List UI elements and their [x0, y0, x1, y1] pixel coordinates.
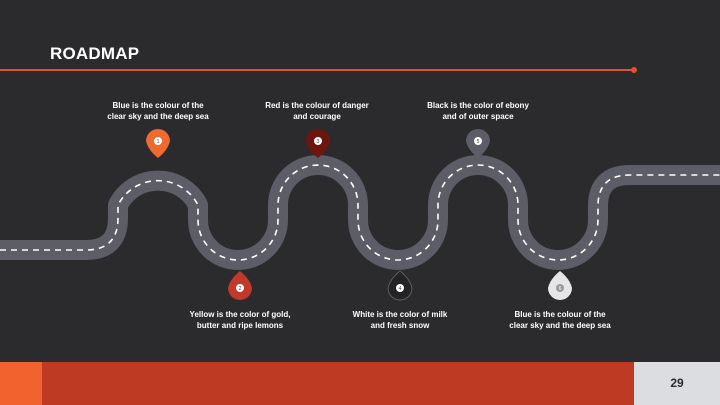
milestone-3-text-line1: Red is the colour of danger: [265, 101, 369, 110]
milestone-5-number: 5: [477, 139, 480, 145]
milestone-2-pin: 2: [228, 271, 252, 300]
milestone-2-text-line2: butter and ripe lemons: [196, 321, 284, 330]
milestone-6-text-line2: clear sky and the deep sea: [509, 321, 611, 330]
milestone-1-number: 1: [157, 139, 160, 145]
milestone-2-caption: Yellow is the color of gold, butter and …: [160, 309, 320, 331]
milestone-3-caption: Red is the colour of danger and courage: [237, 100, 397, 122]
milestone-1-text-line2: clear sky and the deep sea: [107, 112, 209, 121]
milestone-3-number-badge: [314, 137, 322, 145]
milestone-4-number-badge: [396, 284, 404, 292]
milestone-2-number: 2: [239, 286, 242, 292]
milestone-5-caption: Black is the color of ebony and of outer…: [398, 100, 558, 122]
page-number-box: [634, 362, 720, 405]
milestone-4-pin: 4: [387, 270, 413, 301]
milestone-1-pin: 1: [146, 129, 170, 158]
page-number: 29: [670, 376, 684, 390]
road-center-marking: [0, 164, 720, 261]
milestone-2-text-line1: Yellow is the color of gold,: [189, 310, 291, 319]
milestone-4-text-line2: and fresh snow: [370, 321, 430, 330]
milestone-3-text-line2: and courage: [293, 112, 341, 121]
footer-bar: [42, 362, 634, 405]
milestone-3-number: 3: [317, 139, 320, 145]
milestone-4-number: 4: [399, 286, 402, 292]
title-underline-end-dot: [631, 67, 637, 73]
milestone-6-text-line1: Blue is the colour of the: [514, 310, 606, 319]
milestone-2-number-badge: [236, 284, 244, 292]
title-underline: [0, 69, 632, 71]
milestone-1-number-badge: [154, 137, 162, 145]
milestone-6-number-badge: [556, 284, 564, 292]
milestone-5-number-badge: [474, 137, 482, 145]
milestone-4-caption: White is the color of milk and fresh sno…: [320, 309, 480, 331]
slide-title: ROADMAP: [50, 44, 140, 63]
milestone-1-text-line1: Blue is the colour of the: [112, 101, 204, 110]
milestone-4-text-line1: White is the color of milk: [352, 310, 448, 319]
milestone-6-number: 6: [559, 286, 562, 292]
milestone-3-pin: 3: [306, 129, 330, 158]
milestone-5-text-line1: Black is the color of ebony: [427, 101, 529, 110]
road: [0, 155, 720, 270]
milestone-5-pin: 5: [466, 129, 490, 158]
milestone-6-caption: Blue is the colour of the clear sky and …: [480, 309, 640, 331]
milestone-5-text-line2: and of outer space: [442, 112, 514, 121]
milestone-1-caption: Blue is the colour of the clear sky and …: [78, 100, 238, 122]
footer-accent-block: [0, 362, 42, 405]
milestone-6-pin: 6: [548, 271, 572, 300]
